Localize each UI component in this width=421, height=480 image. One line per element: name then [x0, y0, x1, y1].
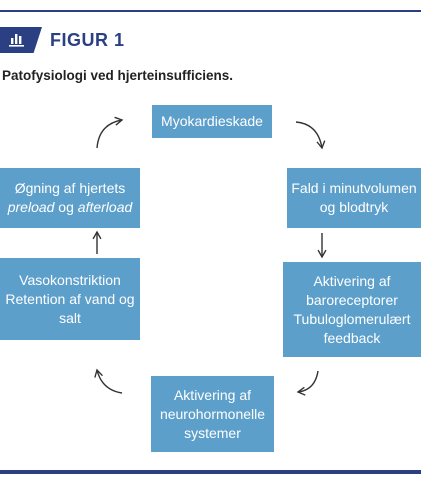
- arrow-to-neurohormonal: [296, 370, 319, 396]
- box-line: Aktivering af: [173, 386, 252, 403]
- box-neurohormonal-activation: Aktivering af neurohormonelle systemer: [151, 376, 274, 452]
- box-line: feedback: [323, 329, 381, 346]
- box-line: Myokardieskade: [161, 113, 263, 129]
- box-line: Øgning af hjertets: [14, 180, 126, 196]
- afterload-term: afterload: [77, 199, 133, 215]
- box-baroreceptor-activation: Aktivering af baroreceptorer Tubuloglome…: [283, 262, 421, 357]
- box-line: systemer: [184, 424, 241, 441]
- preload-term: preload: [7, 199, 55, 215]
- box-line: Aktivering af: [313, 272, 391, 289]
- box-line: og blodtryk: [319, 199, 389, 215]
- top-divider: [0, 10, 421, 12]
- box-line: Tubuloglomerulært: [293, 310, 411, 327]
- box-line: Fald i minutvolumen: [291, 180, 417, 196]
- box-vasoconstriction: Vasokonstriktion Retention af vand og sa…: [0, 258, 140, 340]
- figure-label: FIGUR 1: [50, 30, 125, 50]
- joiner-text: og: [54, 199, 78, 215]
- box-line: Retention af vand og: [5, 290, 135, 307]
- arrow-to-myocardial-damage: [96, 116, 124, 149]
- figure-title: Patofysiologi ved hjerteinsufficiens.: [2, 68, 234, 83]
- box-output-drop: Fald i minutvolumen og blodtryk: [287, 168, 421, 228]
- box-line: baroreceptorer: [306, 291, 398, 308]
- bar-chart-icon: [9, 34, 24, 47]
- box-line: neurohormonelle: [159, 405, 266, 422]
- box-myocardial-damage: Myokardieskade: [152, 105, 272, 138]
- box-line: salt: [59, 309, 81, 326]
- box-line-mixed: preload og afterload: [8, 198, 133, 217]
- arrow-to-output-drop: [295, 121, 326, 150]
- bottom-divider: [0, 470, 421, 474]
- arrow-to-vasoconstriction: [94, 368, 123, 394]
- box-line: Vasokonstriktion: [19, 271, 121, 288]
- box-load-increase: Øgning af hjertets preload og afterload: [0, 168, 140, 228]
